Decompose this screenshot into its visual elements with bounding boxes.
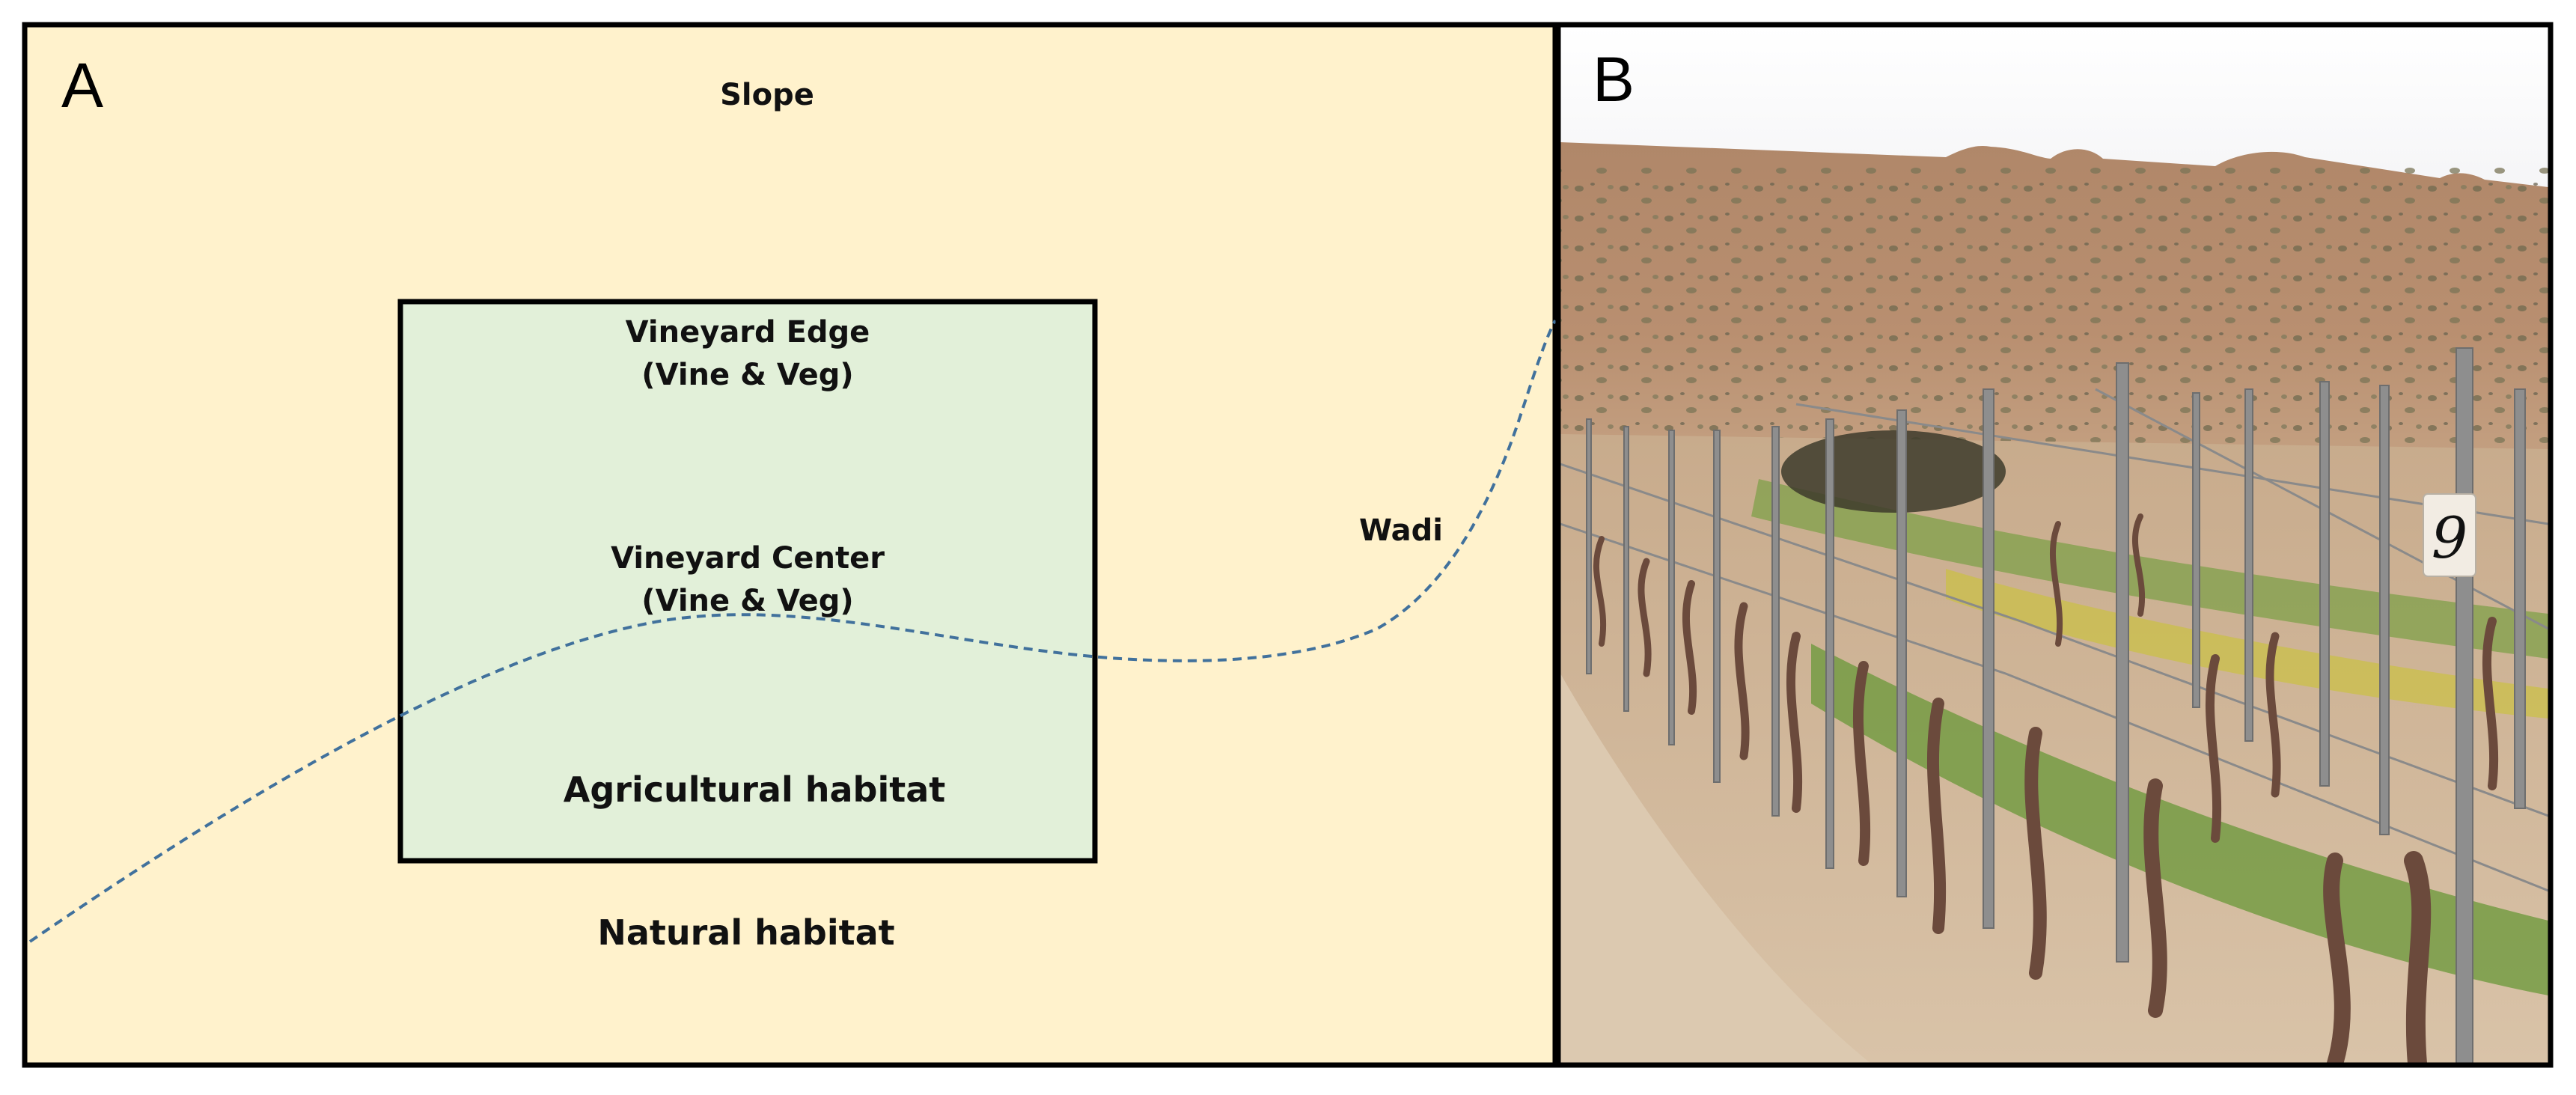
photo-path <box>1560 674 1871 1064</box>
vineyard-photo: 9 <box>1560 26 2548 1064</box>
wadi-line <box>28 320 1557 943</box>
panel-a: A Slope Vineyard Edge (Vine & Veg) Viney… <box>22 22 1558 1068</box>
post-tag-number: 9 <box>2432 504 2467 571</box>
natural-habitat-label: Natural habitat <box>597 912 894 953</box>
vineyard-center-subtitle: (Vine & Veg) <box>641 584 853 618</box>
vineyard-edge-title: Vineyard Edge <box>626 315 870 350</box>
photo-grass-strip <box>1811 644 2548 995</box>
slope-label: Slope <box>720 78 814 112</box>
panel-b-border <box>1555 22 2554 1068</box>
panel-a-label: A <box>61 50 103 121</box>
agricultural-habitat-label: Agricultural habitat <box>564 769 946 810</box>
vineyard-center-title: Vineyard Center <box>611 541 885 576</box>
wadi-label: Wadi <box>1359 513 1443 548</box>
photo-shrubs <box>1560 165 2548 479</box>
post-tag <box>2423 493 2476 577</box>
photo-bush <box>1781 430 2006 513</box>
photo-grass-strip <box>1751 479 2548 659</box>
panel-b-label: B <box>1593 44 1635 115</box>
panel-b: 9 B <box>1555 22 2554 1068</box>
vineyard-box <box>397 299 1098 864</box>
vineyard-edge-subtitle: (Vine & Veg) <box>641 358 853 392</box>
photo-vines <box>1593 513 2499 1064</box>
